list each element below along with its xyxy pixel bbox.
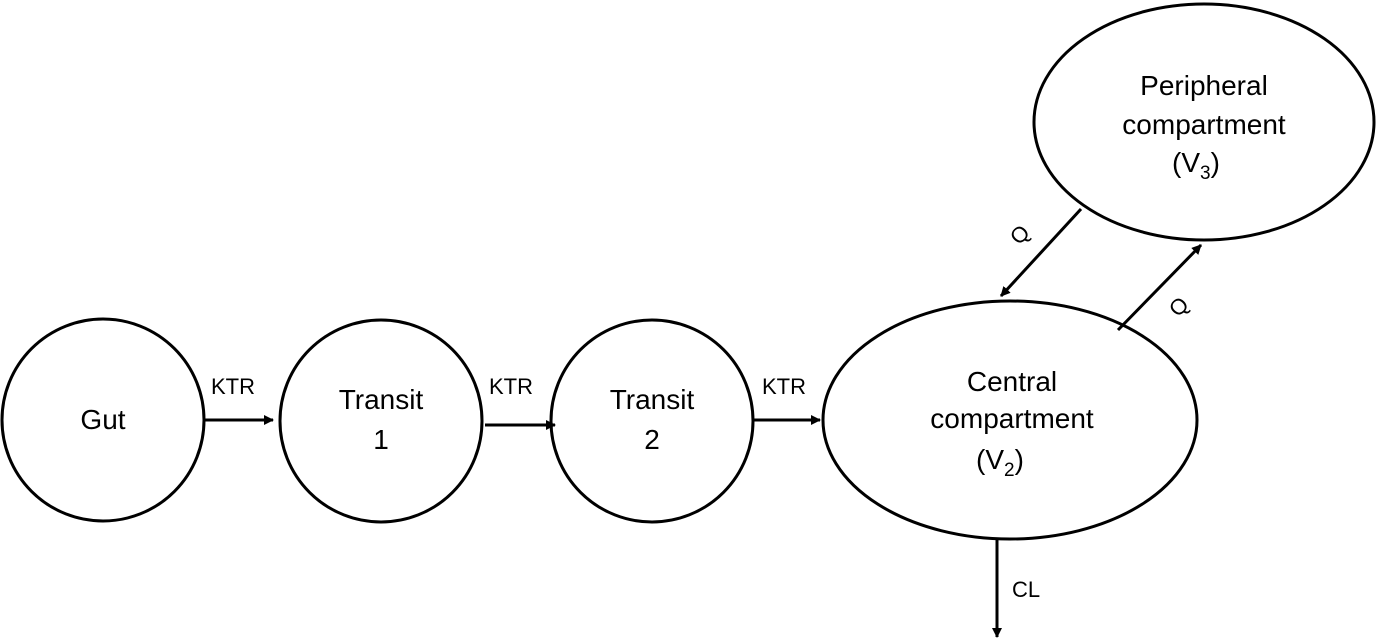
ktr-label-1: KTR [211, 374, 255, 399]
arrow-peripheral-to-central [999, 207, 1083, 298]
transit2-label-line1: Transit [610, 384, 695, 415]
transit2-label-line2: 2 [644, 424, 660, 455]
edge-central-to-peripheral: Q [1116, 243, 1203, 332]
peripheral-volume-subscript: 3 [1200, 163, 1211, 184]
central-label-line1: Central [967, 366, 1057, 397]
edge-transit2-to-central: KTR [754, 374, 821, 425]
edge-elimination: CL [992, 539, 1040, 638]
q-label-2: Q [1164, 292, 1194, 322]
peripheral-volume-label: (V3) [1172, 147, 1220, 184]
ktr-label-3: KTR [762, 374, 806, 399]
central-compartment-node: Central compartment (V2) [821, 299, 1199, 541]
edge-gut-to-transit1: KTR [204, 374, 274, 425]
central-volume-label: (V2) [976, 444, 1024, 481]
cl-label: CL [1012, 577, 1040, 602]
arrow-central-to-peripheral [1116, 243, 1203, 332]
transit1-label-line1: Transit [339, 384, 424, 415]
gut-label: Gut [80, 404, 125, 435]
central-volume-subscript: 2 [1004, 460, 1015, 481]
peripheral-label-line1: Peripheral [1140, 70, 1268, 101]
peripheral-label-line2: compartment [1122, 109, 1286, 140]
transit1-node: Transit 1 [278, 318, 484, 524]
transit2-node: Transit 2 [549, 318, 755, 524]
gut-node: Gut [0, 317, 206, 523]
transit1-label-line2: 1 [373, 424, 389, 455]
edge-peripheral-to-central: Q [999, 207, 1083, 298]
central-label-line2: compartment [930, 403, 1094, 434]
peripheral-compartment-node: Peripheral compartment (V3) [1032, 2, 1376, 242]
q-label-1: Q [1005, 220, 1035, 250]
edge-transit1-to-transit2: KTR [485, 374, 556, 430]
ktr-label-2: KTR [489, 374, 533, 399]
